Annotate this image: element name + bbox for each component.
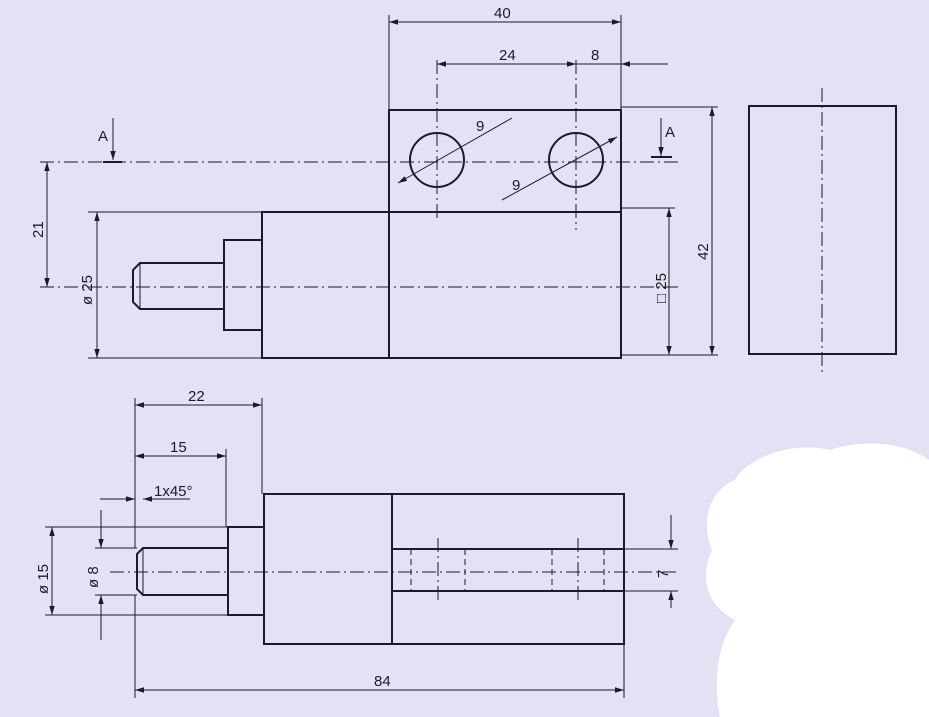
shaft-step — [223, 239, 263, 331]
section-label-left: A — [98, 128, 108, 145]
dim-84: 84 — [374, 673, 391, 690]
upper-block — [388, 109, 622, 213]
shaft — [132, 262, 224, 310]
top-body — [263, 493, 625, 645]
top-view-dimensions: 22 15 1x45° ø 15 ø 8 7 84 — [35, 388, 678, 698]
front-view: A A — [40, 60, 680, 359]
dim-24: 24 — [499, 47, 516, 64]
dim-hole-right: 9 — [512, 177, 520, 194]
dim-dia-15: ø 15 — [35, 564, 52, 594]
dim-dia-8: ø 8 — [85, 566, 102, 588]
dim-chamfer: 1x45° — [154, 483, 193, 500]
main-body — [261, 211, 622, 359]
top-view — [110, 493, 680, 645]
dim-7: 7 — [655, 570, 672, 578]
dim-42: 42 — [695, 243, 712, 260]
leader-hole-left — [397, 117, 513, 184]
dim-dia-25: ø 25 — [79, 275, 96, 305]
dim-8: 8 — [591, 47, 599, 64]
dim-21: 21 — [30, 221, 47, 238]
erased-area — [705, 443, 929, 717]
section-label-right: A — [665, 124, 675, 141]
side-view — [748, 88, 897, 372]
dim-40: 40 — [494, 5, 511, 22]
dim-hole-left: 9 — [476, 118, 484, 135]
dim-15: 15 — [170, 439, 187, 456]
top-shaft-step — [227, 526, 265, 616]
leader-hole-right — [501, 136, 618, 201]
dim-22: 22 — [188, 388, 205, 405]
front-view-dimensions: 40 24 8 9 9 21 ø 25 □ 25 42 — [30, 5, 718, 359]
dim-square-25: □ 25 — [653, 273, 670, 303]
